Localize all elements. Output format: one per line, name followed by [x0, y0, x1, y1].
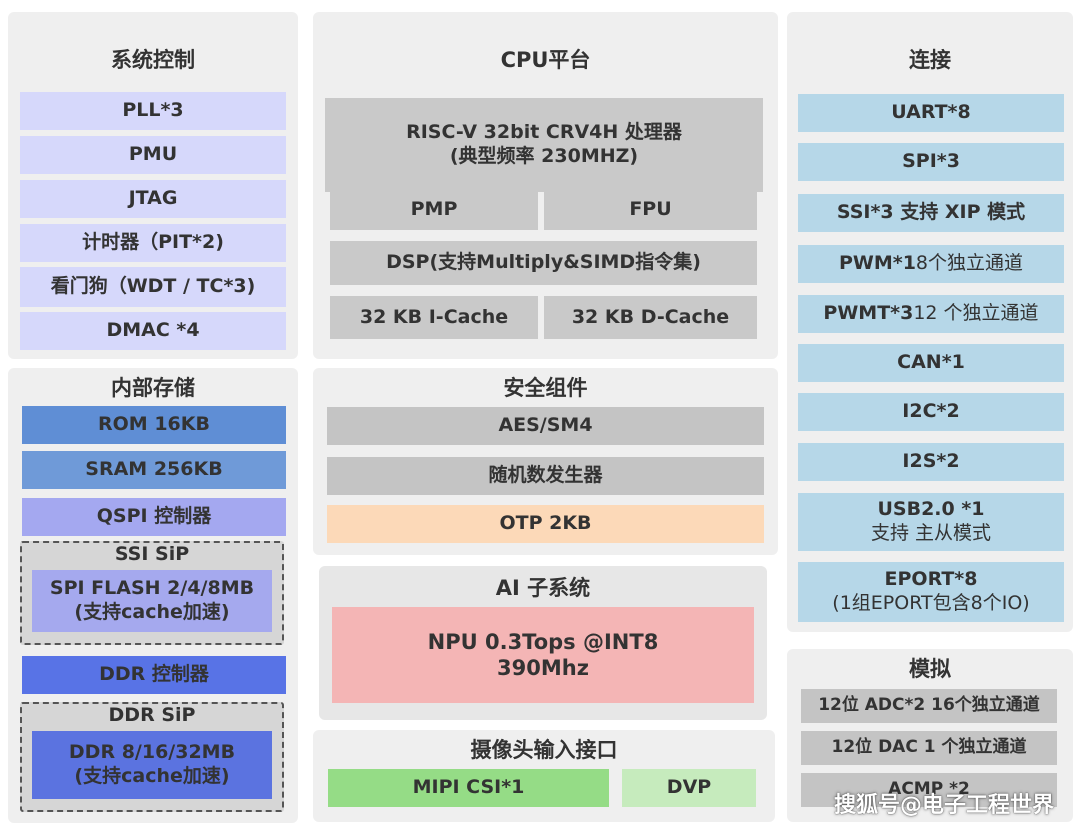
spi-flash-label: SPI FLASH 2/4/8MB — [49, 577, 255, 600]
rng-block: 随机数发生器 — [327, 457, 764, 495]
pmu-block: PMU — [20, 136, 286, 174]
ddr-label: DDR 8/16/32MB — [68, 741, 236, 764]
qspi-block: QSPI 控制器 — [22, 498, 286, 536]
connectivity-title: 连接 — [909, 48, 951, 72]
pwmt-block: PWMT*3 12 个独立通道 — [798, 295, 1064, 333]
camera-title: 摄像头输入接口 — [470, 738, 618, 762]
internal-storage-title: 内部存储 — [111, 376, 195, 400]
system-control-panel: 系统控制 PLL*3 PMU JTAG 计时器（PIT*2) 看门狗（WDT /… — [8, 12, 298, 359]
dac-block: 12位 DAC 1 个独立通道 — [801, 731, 1057, 765]
dsp-block: DSP(支持Multiply&SIMD指令集) — [330, 241, 757, 285]
eport-label: EPORT*8 — [884, 568, 978, 591]
spi-flash-note: (支持cache加速) — [74, 601, 230, 623]
spi-block: SPI*3 — [798, 143, 1064, 181]
jtag-block: JTAG — [20, 180, 286, 218]
ai-panel: AI 子系统 NPU 0.3Tops @INT8 390Mhz — [319, 566, 767, 720]
timer-block: 计时器（PIT*2) — [20, 224, 286, 262]
mipi-csi-block: MIPI CSI*1 — [328, 769, 609, 807]
pwmt-label: PWMT*3 — [823, 302, 914, 325]
watermark-text: 搜狐号@电子工程世界 — [833, 793, 1054, 818]
pwm-label: PWM*1 — [838, 252, 916, 275]
usb-label: USB2.0 *1 — [877, 498, 985, 521]
processor-frequency: (典型频率 230MHZ) — [449, 145, 639, 167]
ddr-note: (支持cache加速) — [74, 765, 230, 787]
pmp-block: PMP — [330, 190, 538, 230]
npu-block: NPU 0.3Tops @INT8 390Mhz — [332, 607, 754, 703]
camera-panel: 摄像头输入接口 MIPI CSI*1 DVP — [313, 730, 775, 822]
analog-panel: 模拟 12位 ADC*2 16个独立通道 12位 DAC 1 个独立通道 ACM… — [787, 649, 1073, 822]
cpu-platform-title: CPU平台 — [500, 48, 591, 72]
ddr-sip-title: DDR SiP — [108, 704, 196, 726]
processor-block: RISC-V 32bit CRV4H 处理器 (典型频率 230MHZ) — [325, 98, 763, 192]
acmp-block: ACMP *2 — [801, 773, 1057, 807]
icache-block: 32 KB I-Cache — [330, 296, 538, 339]
eport-desc: (1组EPORT包含8个IO) — [832, 592, 1030, 614]
rom-block: ROM 16KB — [22, 406, 286, 444]
aes-block: AES/SM4 — [327, 407, 764, 445]
security-panel: 安全组件 AES/SM4 随机数发生器 OTP 2KB — [313, 368, 778, 555]
cpu-platform-panel: CPU平台 RISC-V 32bit CRV4H 处理器 (典型频率 230MH… — [313, 12, 778, 359]
ddr-block: DDR 8/16/32MB (支持cache加速) — [32, 731, 272, 799]
ssi-sip-group: SSI SiP SPI FLASH 2/4/8MB (支持cache加速) — [20, 541, 284, 645]
adc-block: 12位 ADC*2 16个独立通道 — [801, 689, 1057, 723]
ddr-sip-group: DDR SiP DDR 8/16/32MB (支持cache加速) — [20, 702, 284, 812]
dmac-block: DMAC *4 — [20, 312, 286, 350]
spi-flash-block: SPI FLASH 2/4/8MB (支持cache加速) — [32, 570, 272, 632]
usb-block: USB2.0 *1 支持 主从模式 — [798, 493, 1064, 551]
security-title: 安全组件 — [503, 376, 588, 400]
dcache-block: 32 KB D-Cache — [544, 296, 757, 339]
usb-mode: 支持 主从模式 — [870, 522, 992, 544]
npu-frequency: 390Mhz — [497, 656, 589, 680]
ssi-block: SSI*3 支持 XIP 模式 — [798, 194, 1064, 232]
dvp-block: DVP — [622, 769, 756, 807]
pwm-channels: 8个独立通道 — [915, 252, 1024, 275]
fpu-block: FPU — [544, 190, 757, 230]
analog-title: 模拟 — [909, 657, 951, 681]
system-control-title: 系统控制 — [111, 48, 195, 72]
ssi-sip-title: SSI SiP — [114, 543, 190, 565]
npu-label: NPU 0.3Tops @INT8 — [427, 629, 659, 654]
uart-block: UART*8 — [798, 94, 1064, 132]
i2c-block: I2C*2 — [798, 393, 1064, 431]
connectivity-panel: 连接 UART*8 SPI*3 SSI*3 支持 XIP 模式 PWM*1 8个… — [787, 12, 1073, 632]
watchdog-block: 看门狗（WDT / TC*3) — [20, 267, 286, 307]
eport-block: EPORT*8 (1组EPORT包含8个IO) — [798, 562, 1064, 622]
pll-block: PLL*3 — [20, 92, 286, 130]
sram-block: SRAM 256KB — [22, 451, 286, 489]
processor-label: RISC-V 32bit CRV4H 处理器 — [406, 121, 682, 144]
ai-title: AI 子系统 — [495, 576, 591, 600]
pwm-block: PWM*1 8个独立通道 — [798, 245, 1064, 283]
can-block: CAN*1 — [798, 344, 1064, 382]
ddr-controller-block: DDR 控制器 — [22, 656, 286, 694]
i2s-block: I2S*2 — [798, 443, 1064, 481]
internal-storage-panel: 内部存储 ROM 16KB SRAM 256KB QSPI 控制器 SSI Si… — [8, 368, 298, 823]
otp-block: OTP 2KB — [327, 505, 764, 543]
pwmt-channels: 12 个独立通道 — [913, 302, 1039, 325]
